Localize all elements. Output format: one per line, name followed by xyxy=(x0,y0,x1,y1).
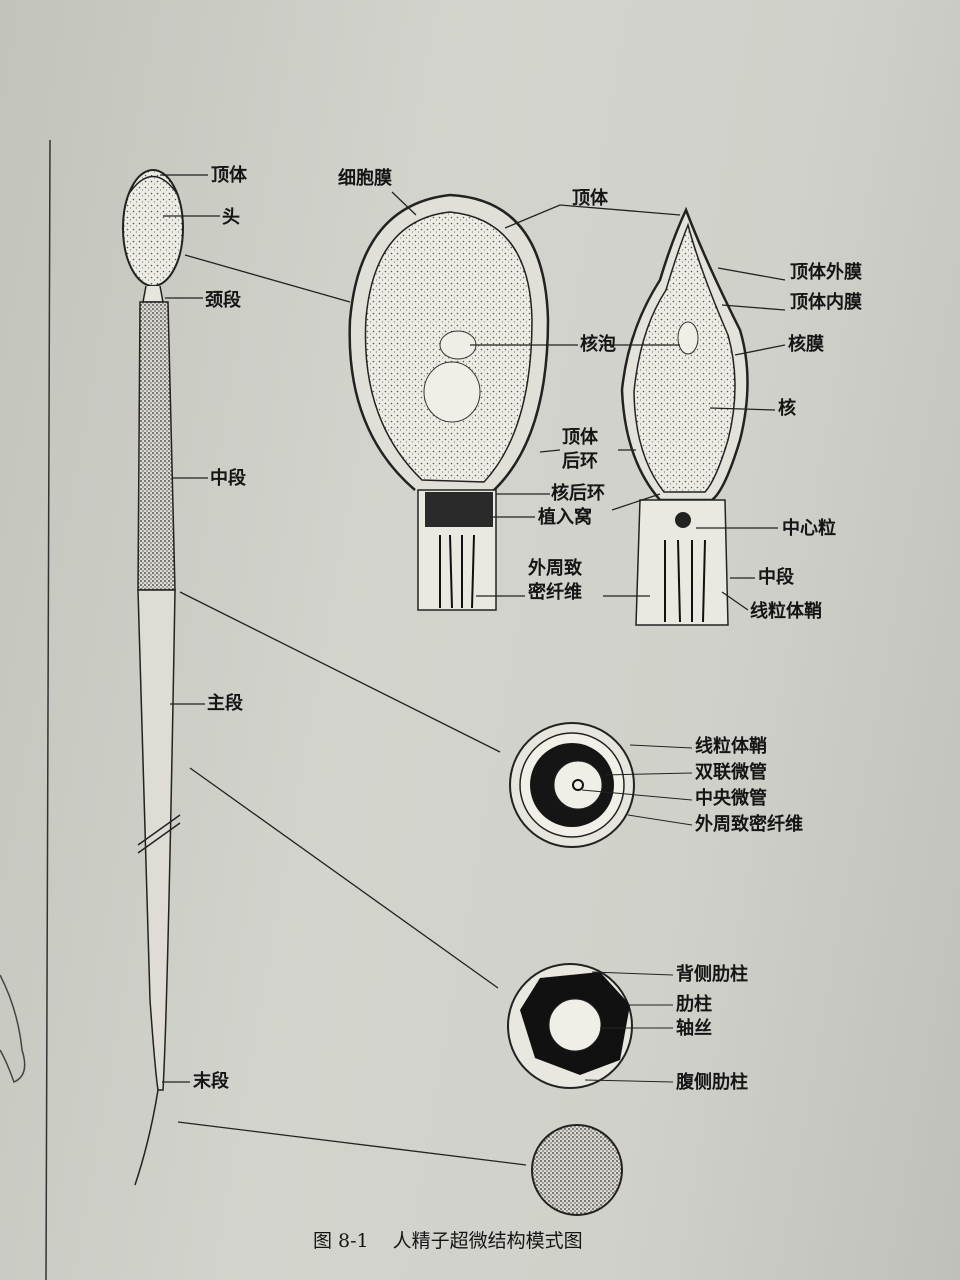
label-head: 头 xyxy=(222,207,240,228)
central-microtubules xyxy=(572,779,584,791)
label-ventral-column: 腹侧肋柱 xyxy=(676,1072,748,1093)
label-xs-mitochondrial-sheath: 线粒体鞘 xyxy=(695,736,767,757)
section-leader-lines xyxy=(391,191,786,611)
middle-piece-cross-section xyxy=(509,722,693,848)
label-axoneme: 轴丝 xyxy=(676,1018,712,1039)
sperm-neck xyxy=(142,285,164,303)
label-middle-piece: 中段 xyxy=(210,468,246,489)
label-outer-acrosomal-membrane: 顶体外膜 xyxy=(790,262,862,283)
label-dorsal-column: 背侧肋柱 xyxy=(676,964,748,985)
label-acrosome-section: 顶体 xyxy=(572,188,608,209)
break-mark xyxy=(137,814,181,846)
label-line: 后环 xyxy=(562,451,598,472)
label-cell-membrane: 细胞膜 xyxy=(338,168,392,189)
neighbor-figure-fragment xyxy=(0,974,26,1084)
head-longitudinal-section xyxy=(348,193,550,611)
label-doublet-microtubules: 双联微管 xyxy=(695,762,767,783)
nuclear-vacuole-large xyxy=(423,361,481,423)
label-line: 顶体 xyxy=(562,427,598,448)
page-margin-line xyxy=(45,139,51,1280)
nucleus-body xyxy=(633,222,736,493)
label-column: 肋柱 xyxy=(676,994,712,1015)
end-piece-cross-section xyxy=(531,1124,623,1216)
label-central-microtubules: 中央微管 xyxy=(695,788,767,809)
label-line: 密纤维 xyxy=(528,582,582,603)
figure-number: 图 8-1 xyxy=(313,1230,369,1252)
label-implantation-fossa: 植入窝 xyxy=(538,507,592,528)
label-outer-dense-fibers: 外周致密纤维 xyxy=(695,814,803,835)
label-nuclear-vacuole: 核泡 xyxy=(580,334,616,355)
sperm-middle-piece xyxy=(137,301,176,591)
leader-lines xyxy=(160,174,527,1166)
figure-title: 人精子超微结构模式图 xyxy=(392,1230,583,1252)
label-line: 外周致 xyxy=(528,558,582,579)
acrosome-cap xyxy=(127,175,179,196)
sperm-end-piece xyxy=(134,1089,159,1186)
whole-sperm xyxy=(122,169,184,1186)
label-centriole: 中心粒 xyxy=(782,518,836,539)
label-acrosome: 顶体 xyxy=(211,165,247,186)
axoneme xyxy=(553,760,603,810)
label-nucleus: 核 xyxy=(778,398,796,419)
label-postnuclear-ring: 核后环 xyxy=(551,483,605,504)
principal-piece-cross-section xyxy=(507,963,674,1089)
nuclear-vacuole xyxy=(677,321,699,355)
label-outer-dense-fiber: 外周致 密纤维 xyxy=(528,557,582,605)
label-mitochondrial-sheath: 线粒体鞘 xyxy=(750,601,822,622)
head-side-section xyxy=(620,206,749,626)
sperm-head xyxy=(122,169,184,287)
label-neck: 颈段 xyxy=(205,290,241,311)
label-end-piece: 末段 xyxy=(193,1071,229,1092)
label-principal-piece: 主段 xyxy=(207,693,243,714)
label-inner-acrosomal-membrane: 顶体内膜 xyxy=(790,292,862,313)
label-postacrosomal-ring: 顶体 后环 xyxy=(562,426,598,474)
figure-caption: 图 8-1 人精子超微结构模式图 xyxy=(313,1226,607,1253)
implantation-fossa xyxy=(425,492,493,527)
label-nuclear-membrane: 核膜 xyxy=(788,334,824,355)
label-middle-piece-section: 中段 xyxy=(758,567,794,588)
centriole xyxy=(675,512,691,528)
break-mark xyxy=(137,822,181,854)
axoneme xyxy=(548,998,602,1052)
midpiece-region xyxy=(635,499,729,626)
